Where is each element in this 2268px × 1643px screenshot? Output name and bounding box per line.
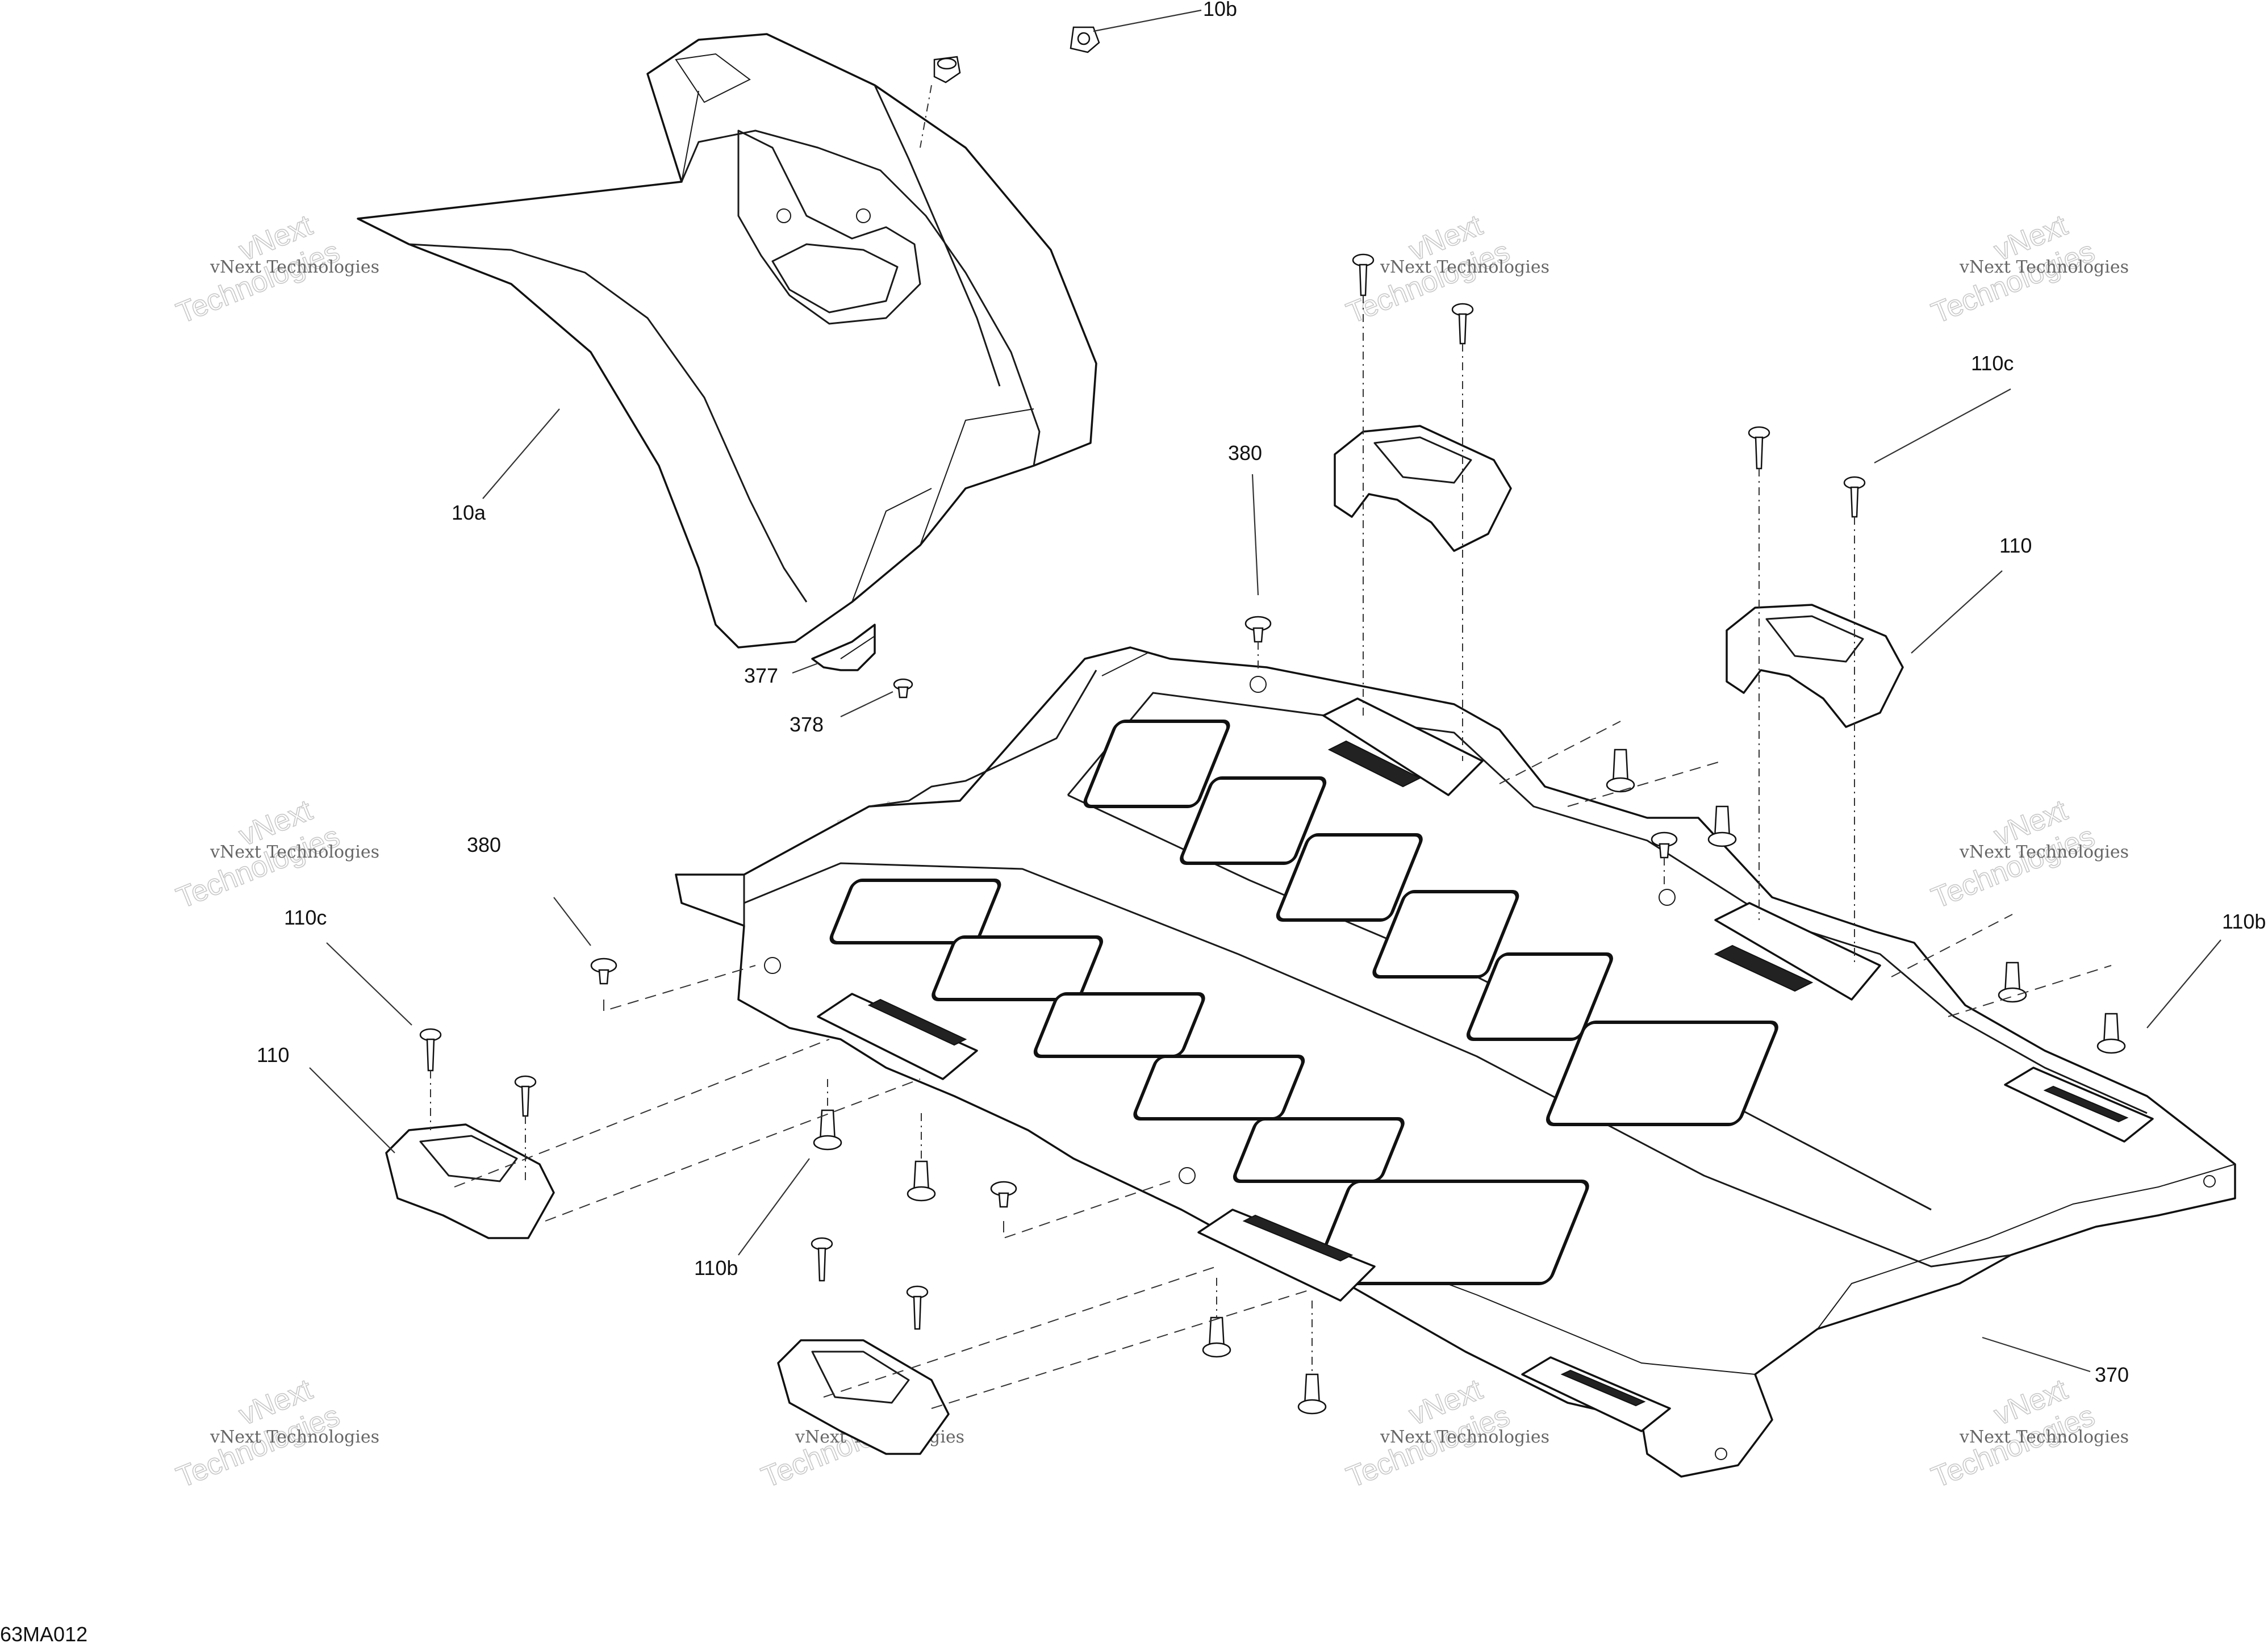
grip-pad bbox=[1546, 1021, 1778, 1126]
nut-110b bbox=[1998, 961, 2027, 1003]
logo-plate bbox=[1714, 902, 1881, 1001]
callout-110-right: 110 bbox=[1999, 534, 2032, 557]
skid-plate-part bbox=[675, 646, 2236, 1478]
nut-110b bbox=[2096, 1013, 2126, 1054]
grip-pad bbox=[1180, 776, 1327, 865]
handle-110-left bbox=[385, 1123, 555, 1239]
screw-110c bbox=[1451, 303, 1474, 345]
callout-370: 370 bbox=[2095, 1363, 2129, 1386]
logo-plate bbox=[1197, 1209, 1376, 1302]
watermark-small: vNext Technologies bbox=[1959, 1427, 2129, 1447]
screw-110c bbox=[1352, 253, 1375, 296]
fastener-380 bbox=[590, 958, 617, 985]
watermark: vNext Technologies vNext Technologies bbox=[1342, 208, 1549, 331]
callout-10a: 10a bbox=[452, 501, 486, 524]
watermark: vNext Technologies vNext Technologies bbox=[1927, 208, 2129, 331]
grip-pad bbox=[1372, 890, 1519, 979]
nut-110b bbox=[1606, 749, 1635, 793]
fastener-380 bbox=[990, 1181, 1017, 1208]
callout-leaders bbox=[309, 9, 2221, 1373]
nut-110b bbox=[1202, 1316, 1231, 1358]
callout-110b-right: 110b bbox=[2222, 910, 2266, 933]
fastener-380 bbox=[1244, 616, 1272, 643]
nut-110b bbox=[907, 1160, 936, 1202]
grip-pad bbox=[1311, 1180, 1589, 1285]
screw-110c bbox=[811, 1237, 833, 1282]
watermark-small: vNext Technologies bbox=[1959, 257, 2129, 277]
handle-110-top-center bbox=[1334, 425, 1512, 552]
callout-380-left: 380 bbox=[467, 833, 501, 856]
assembly-lines bbox=[430, 295, 2112, 1409]
handle-110-bottom bbox=[777, 1339, 950, 1455]
watermark-small: vNext Technologies bbox=[1380, 1427, 1549, 1447]
callout-110c-right: 110c bbox=[1971, 352, 2014, 375]
watermark-small: vNext Technologies bbox=[1380, 257, 1549, 277]
watermark: vNext Technologies vNext Technologies bbox=[172, 1373, 379, 1495]
bolt-top-left bbox=[933, 56, 961, 83]
watermark-small: vNext Technologies bbox=[210, 1427, 379, 1447]
clip-377-part bbox=[811, 624, 876, 671]
screw-110c bbox=[1843, 476, 1866, 518]
screw-110c bbox=[1748, 426, 1770, 470]
watermark-small: vNext Technologies bbox=[210, 842, 379, 862]
logo-plate bbox=[1322, 697, 1484, 796]
grip-pad bbox=[1233, 1117, 1405, 1183]
grip-pad bbox=[829, 879, 1001, 944]
watermark: vNext Technologies vNext Technologies bbox=[1927, 1373, 2129, 1495]
grip-pad bbox=[1466, 952, 1613, 1041]
watermark: vNext Technologies vNext Technologies bbox=[1927, 793, 2129, 915]
callout-10b-top: 10b bbox=[1203, 0, 1237, 20]
rack-cover-part bbox=[357, 33, 1097, 649]
callout-110c-left: 110c bbox=[284, 906, 327, 929]
grip-pad bbox=[1083, 720, 1230, 808]
watermark-small: vNext Technologies bbox=[210, 257, 379, 277]
callout-378: 378 bbox=[790, 713, 824, 736]
logo-plate bbox=[2004, 1067, 2154, 1143]
grip-pad bbox=[932, 935, 1104, 1001]
callout-labels: 10b 10a 377 378 380 380 110c 110 110c 11… bbox=[257, 0, 2266, 1386]
nut-110b bbox=[1297, 1373, 1327, 1415]
callout-377: 377 bbox=[744, 664, 778, 687]
callout-110-left: 110 bbox=[257, 1043, 289, 1067]
fastener-380 bbox=[1651, 831, 1678, 859]
watermark: vNext Technologies vNext Technologies bbox=[172, 793, 379, 915]
grip-pad bbox=[1133, 1055, 1305, 1121]
screw-110c bbox=[906, 1285, 929, 1330]
screw-110c bbox=[419, 1028, 442, 1072]
nut-110b bbox=[1707, 805, 1737, 847]
screw-378-part bbox=[893, 678, 913, 699]
bolt-10b-top bbox=[1070, 26, 1100, 53]
watermark: vNext Technologies vNext Technologies bbox=[1342, 1373, 1549, 1495]
logo-plate bbox=[1521, 1356, 1671, 1432]
grip-pad bbox=[1033, 992, 1205, 1058]
callout-380-center: 380 bbox=[1228, 441, 1262, 465]
grip-pad bbox=[1276, 833, 1423, 922]
watermark-small: vNext Technologies bbox=[1959, 842, 2129, 862]
screw-110c bbox=[514, 1075, 537, 1117]
leader-dashed bbox=[920, 85, 932, 148]
watermark: vNext Technologies vNext Technologies bbox=[172, 208, 379, 331]
logo-plate bbox=[817, 993, 978, 1080]
handle-110-right bbox=[1726, 604, 1904, 728]
drawing-code: 63MA012 bbox=[0, 1623, 87, 1643]
nut-110b bbox=[813, 1109, 842, 1151]
callout-110b-left: 110b bbox=[694, 1256, 738, 1280]
